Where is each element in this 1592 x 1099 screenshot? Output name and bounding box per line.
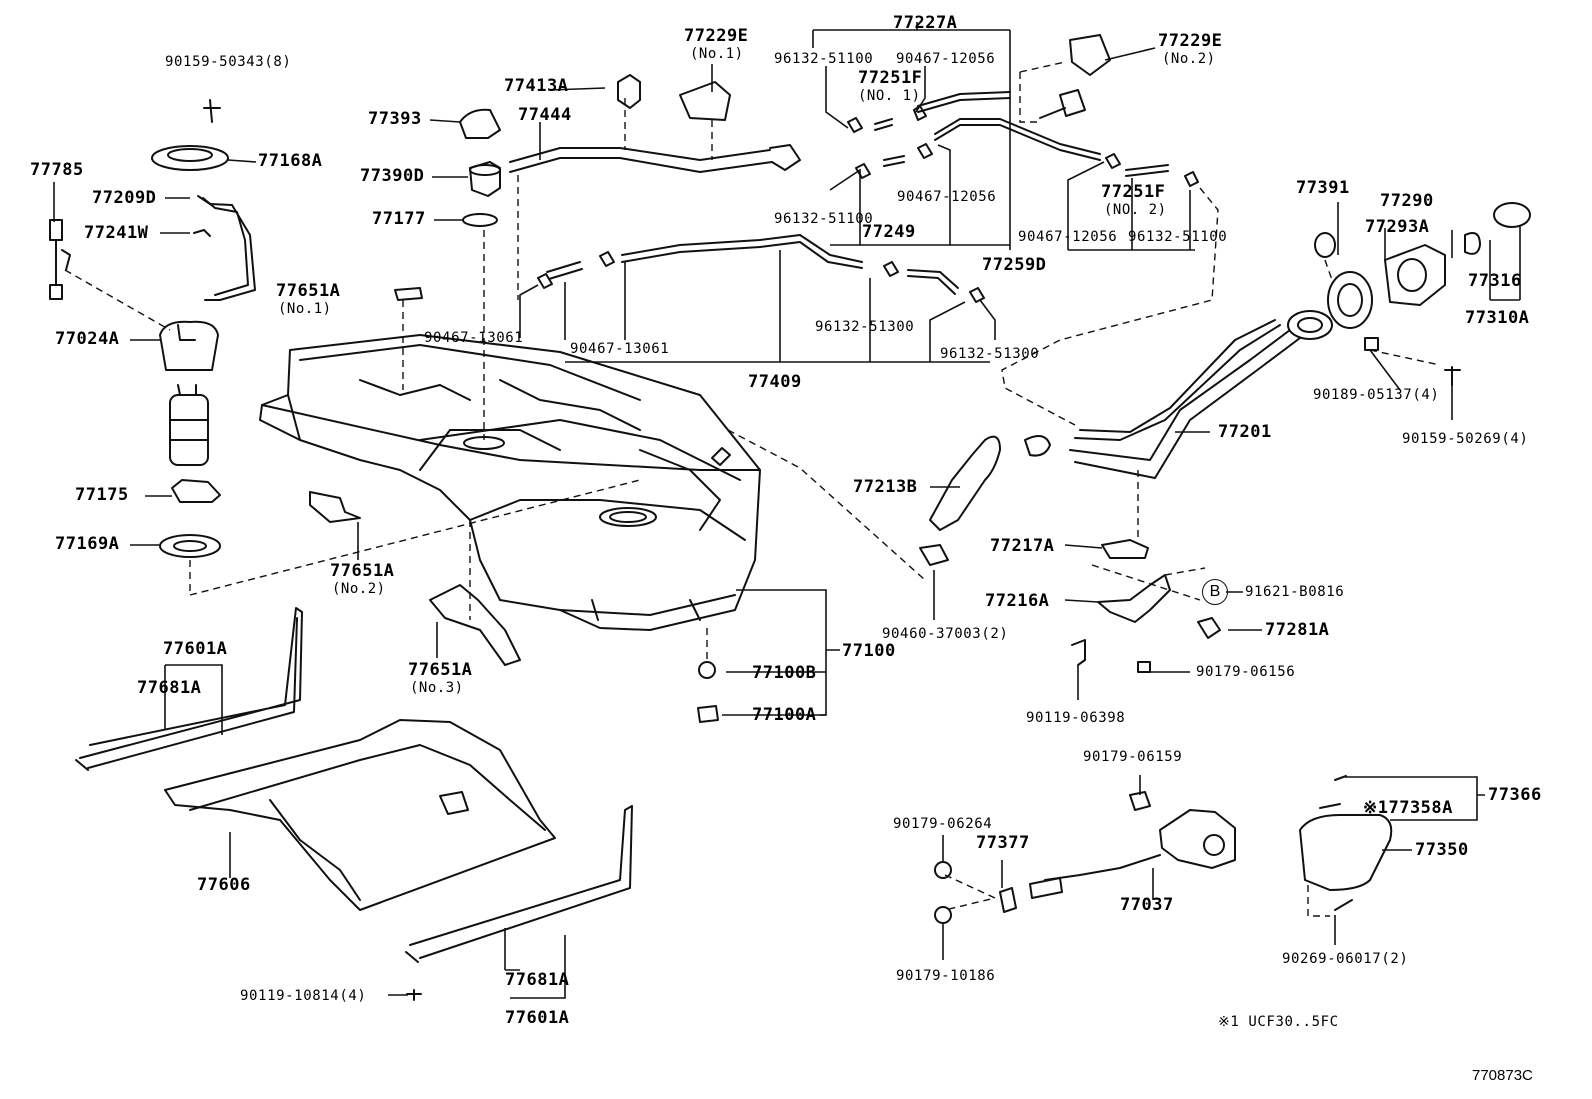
part-label-77217A[interactable]: 77217A <box>990 536 1055 556</box>
part-label-77651A-no2[interactable]: 77651A <box>330 561 395 581</box>
part-label-77201[interactable]: 77201 <box>1218 422 1272 442</box>
part-label-90179-06264[interactable]: 90179-06264 <box>893 816 993 832</box>
part-label-77681A-upper[interactable]: 77681A <box>137 678 202 698</box>
part-label-77169A[interactable]: 77169A <box>55 534 120 554</box>
part-label-77229E-no1-sub: (No.1) <box>690 46 744 62</box>
part-label-77251F-no1-sub: (NO. 1) <box>858 88 921 104</box>
part-label-90119-10814[interactable]: 90119-10814(4) <box>240 988 367 1004</box>
part-label-77251F-no2[interactable]: 77251F <box>1101 182 1166 202</box>
part-label-77350[interactable]: 77350 <box>1415 840 1469 860</box>
part-label-77606[interactable]: 77606 <box>197 875 251 895</box>
part-label-77229E-no2[interactable]: 77229E <box>1158 31 1223 51</box>
part-label-90179-10186[interactable]: 90179-10186 <box>896 968 996 984</box>
part-label-77651A-no2-sub: (No.2) <box>332 581 386 597</box>
vent-parts-drawing <box>394 34 1111 301</box>
part-label-90460-37003[interactable]: 90460-37003(2) <box>882 626 1009 642</box>
part-label-77216A[interactable]: 77216A <box>985 591 1050 611</box>
filler-cap-parts-drawing <box>1299 202 1531 911</box>
part-label-77100B[interactable]: 77100B <box>752 663 817 683</box>
part-label-90179-06159[interactable]: 90179-06159 <box>1083 749 1183 765</box>
part-label-77601A-lower[interactable]: 77601A <box>505 1008 570 1028</box>
part-label-77024A[interactable]: 77024A <box>55 329 120 349</box>
part-label-77293A[interactable]: 77293A <box>1365 217 1430 237</box>
part-label-77175[interactable]: 77175 <box>75 485 129 505</box>
part-label-77391[interactable]: 77391 <box>1296 178 1350 198</box>
part-label-77358A[interactable]: ※177358A <box>1363 798 1453 818</box>
fuel-pump-stack-drawing <box>49 99 256 558</box>
part-label-77209D[interactable]: 77209D <box>92 188 157 208</box>
footnote: ※1 UCF30..5FC <box>1218 1014 1339 1030</box>
part-label-77229E-no2-sub: (No.2) <box>1162 51 1216 67</box>
part-label-77651A-no3-sub: (No.3) <box>410 680 464 696</box>
bracket-drawing <box>1071 539 1221 673</box>
leader-lines <box>53 22 1521 999</box>
part-label-96132-51100-a[interactable]: 96132-51100 <box>774 51 874 67</box>
hose-group-drawing <box>537 91 1199 303</box>
part-label-77390D[interactable]: 77390D <box>360 166 425 186</box>
part-label-90189-05137[interactable]: 90189-05137(4) <box>1313 387 1440 403</box>
part-label-77409[interactable]: 77409 <box>748 372 802 392</box>
part-label-90467-13061-a[interactable]: 90467-13061 <box>424 330 524 346</box>
part-label-77651A-no1[interactable]: 77651A <box>276 281 341 301</box>
fuel-tank-drawing <box>259 334 761 631</box>
part-label-77100[interactable]: 77100 <box>842 641 896 661</box>
part-label-77037[interactable]: 77037 <box>1120 895 1174 915</box>
part-label-96132-51100-c[interactable]: 96132-51100 <box>1128 229 1228 245</box>
part-label-96132-51300-a[interactable]: 96132-51300 <box>815 319 915 335</box>
part-label-77229E-no1[interactable]: 77229E <box>684 26 749 46</box>
part-label-77259D[interactable]: 77259D <box>982 255 1047 275</box>
part-label-77377[interactable]: 77377 <box>976 833 1030 853</box>
part-label-77651A-no1-sub: (No.1) <box>278 301 332 317</box>
part-label-77316[interactable]: 77316 <box>1468 271 1522 291</box>
part-label-90159-50343[interactable]: 90159-50343(8) <box>165 54 292 70</box>
part-label-90119-06398[interactable]: 90119-06398 <box>1026 710 1126 726</box>
part-label-77310A[interactable]: 77310A <box>1465 308 1530 328</box>
part-label-77601A-upper[interactable]: 77601A <box>163 639 228 659</box>
diagram-id: 770873C <box>1472 1067 1533 1084</box>
part-label-77444[interactable]: 77444 <box>518 105 572 125</box>
part-label-90467-12056-b[interactable]: 90467-12056 <box>897 189 997 205</box>
part-label-77251F-no1[interactable]: 77251F <box>858 68 923 88</box>
part-label-77177[interactable]: 77177 <box>372 209 426 229</box>
part-label-77168A[interactable]: 77168A <box>258 151 323 171</box>
part-label-77249[interactable]: 77249 <box>862 222 916 242</box>
tank-protectors-drawing <box>75 491 633 1001</box>
part-label-90467-13061-b[interactable]: 90467-13061 <box>570 341 670 357</box>
part-label-90467-12056-c[interactable]: 90467-12056 <box>1018 229 1118 245</box>
part-label-77251F-no2-sub: (NO. 2) <box>1104 202 1167 218</box>
part-label-96132-51100-b[interactable]: 96132-51100 <box>774 211 874 227</box>
part-label-77651A-no3[interactable]: 77651A <box>408 660 473 680</box>
part-label-77241W[interactable]: 77241W <box>84 223 149 243</box>
part-label-77227A[interactable]: 77227A <box>893 13 958 33</box>
part-label-90179-06156[interactable]: 90179-06156 <box>1196 664 1296 680</box>
part-label-77393[interactable]: 77393 <box>368 109 422 129</box>
assembly-dashed-lines <box>64 61 1441 917</box>
opener-lock-drawing <box>697 661 1236 924</box>
part-label-77785[interactable]: 77785 <box>30 160 84 180</box>
part-label-77681A-lower[interactable]: 77681A <box>505 970 570 990</box>
circle-marker-b: B <box>1202 579 1228 605</box>
filler-pipe-drawing <box>919 310 1333 566</box>
part-label-90467-12056-a[interactable]: 90467-12056 <box>896 51 996 67</box>
part-label-77290[interactable]: 77290 <box>1380 191 1434 211</box>
part-label-77213B[interactable]: 77213B <box>853 477 918 497</box>
part-label-96132-51300-b[interactable]: 96132-51300 <box>940 346 1040 362</box>
part-label-77100A[interactable]: 77100A <box>752 705 817 725</box>
part-label-77281A[interactable]: 77281A <box>1265 620 1330 640</box>
part-label-77366[interactable]: 77366 <box>1488 785 1542 805</box>
part-label-91621-B0816[interactable]: 91621-B0816 <box>1245 584 1345 600</box>
part-label-90269-06017[interactable]: 90269-06017(2) <box>1282 951 1409 967</box>
part-label-90159-50269[interactable]: 90159-50269(4) <box>1402 431 1529 447</box>
part-label-77413A[interactable]: 77413A <box>504 76 569 96</box>
